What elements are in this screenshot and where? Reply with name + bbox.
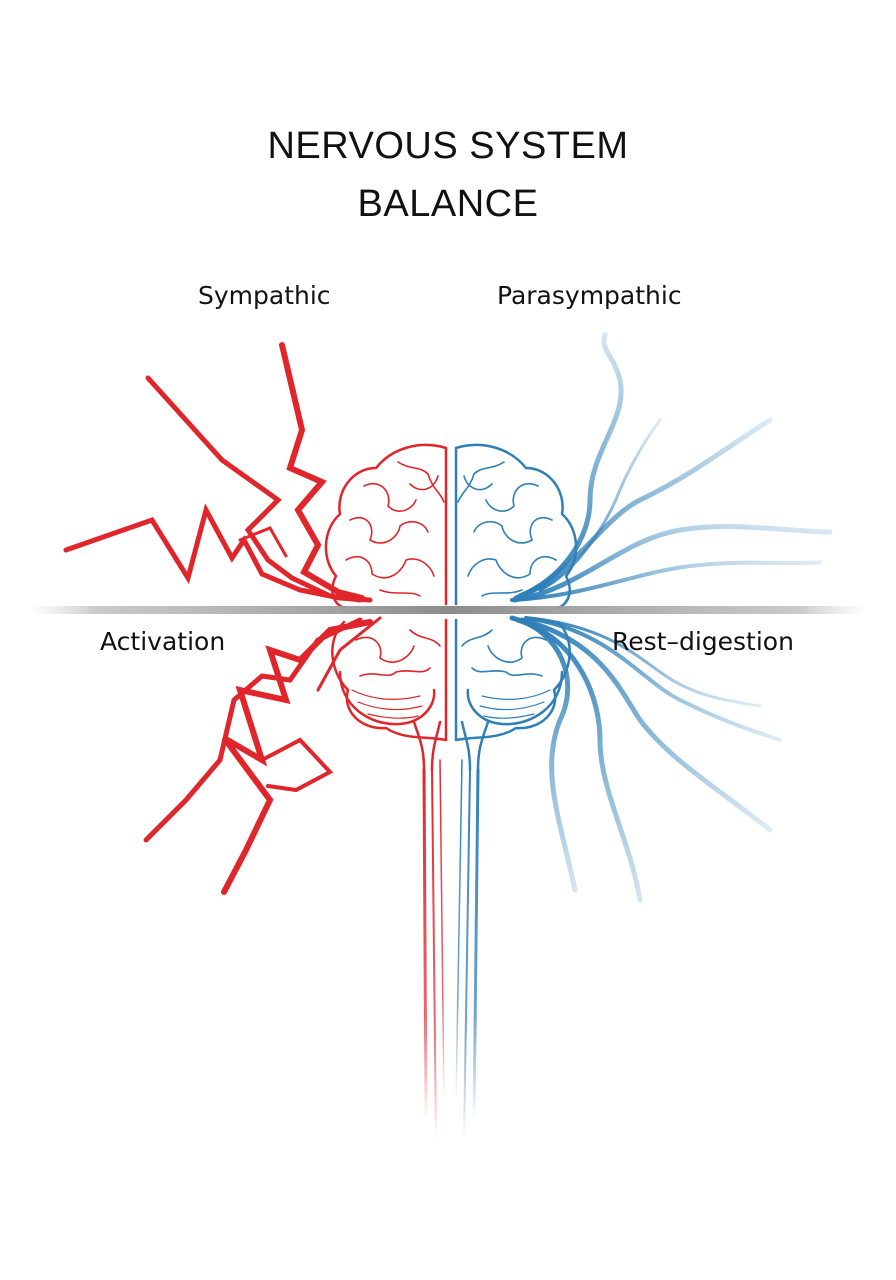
parasympathic-label: Parasympathic [497,281,682,310]
spinal-strand-blue [472,768,480,1122]
upper-flowing-nerve [517,332,624,599]
lower-flowing-nerve [509,615,578,893]
lower-flowing-nerve [524,616,782,742]
upper-lightning-bolt [63,503,373,603]
spinal-strand-blue [455,759,463,1101]
rest-digestion-label: Rest–digestion [612,627,794,656]
page-title-line-1: NERVOUS SYSTEM [267,125,629,167]
upper-flowing-nerve [511,524,833,603]
spinal-strand-blue [463,769,471,1141]
balance-divider [30,606,866,614]
lower-lightning-bolt [221,619,373,895]
lower-flowing-nerve [515,617,643,903]
lower-flowing-nerve [528,616,762,708]
upper-lightning-bolt [238,526,288,558]
lower-lightning-bolt [143,617,363,843]
activation-label: Activation [100,627,226,656]
brain-right-hemisphere [454,443,578,772]
lightning-nerves-icon [63,342,373,603]
lightning-nerves-icon-lower [143,616,382,895]
upper-flowing-nerve [513,417,773,601]
page-title-line-2: BALANCE [357,183,539,225]
brain-icon [324,443,578,772]
lower-lightning-bolt [260,737,334,793]
spinal-cord [422,759,480,1141]
brain-left-hemisphere [324,443,448,772]
lower-flowing-nerve [519,617,773,833]
upper-lightning-bolt [279,342,365,601]
spinal-strand-red [422,768,428,1122]
flowing-nerves-icon [510,332,833,603]
sympathic-label: Sympathic [198,281,331,310]
spinal-strand-red [431,769,437,1141]
flowing-nerves-icon-lower [509,615,782,903]
spinal-strand-red [439,759,445,1101]
lower-lightning-bolt [316,616,382,692]
